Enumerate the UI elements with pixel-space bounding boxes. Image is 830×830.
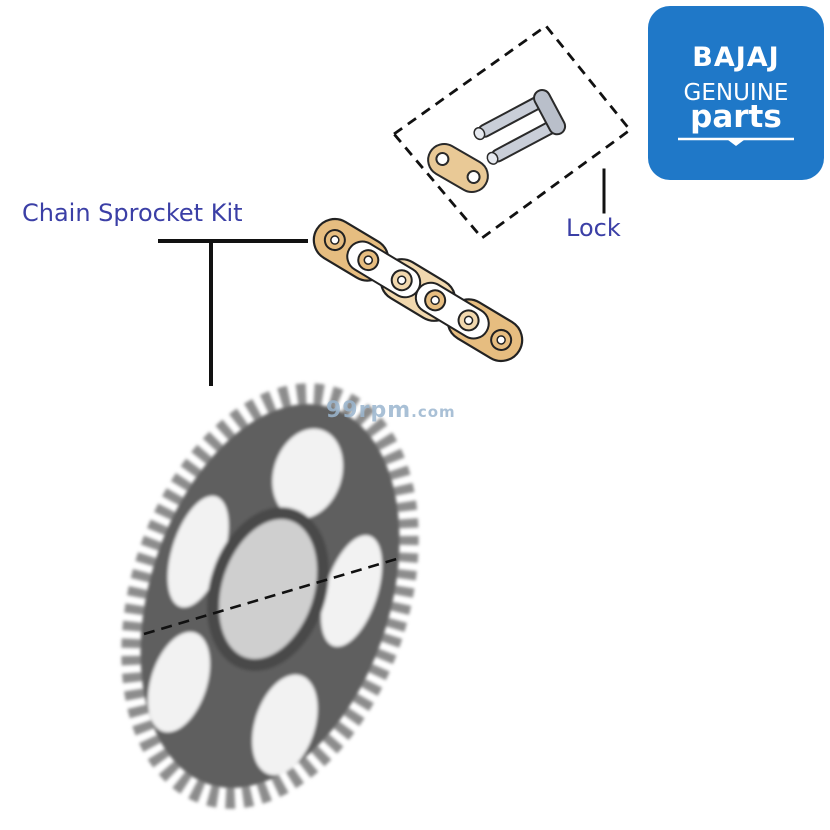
lock-label: Lock [566, 214, 621, 242]
site-watermark: 99rpm.com [326, 398, 456, 423]
sprocket-dashed-axis [143, 556, 401, 636]
bajaj-genuine-parts-logo: BAJAJ GENUINE parts [648, 6, 824, 180]
chain-master-link-icon [427, 89, 567, 193]
roller-chain-icon [312, 217, 524, 363]
badge-brand: BAJAJ [692, 42, 780, 73]
badge-genuine: GENUINE [683, 80, 789, 106]
badge-parts: parts [690, 99, 782, 135]
badge-underline-icon [678, 137, 794, 146]
leader-lines [158, 168, 606, 386]
lock-dashed-outline [391, 24, 633, 240]
chain-sprocket-kit-label: Chain Sprocket Kit [22, 199, 243, 227]
watermark-main: 99rpm [326, 398, 412, 423]
sprocket-icon [121, 383, 419, 809]
watermark-suffix: .com [411, 403, 456, 421]
